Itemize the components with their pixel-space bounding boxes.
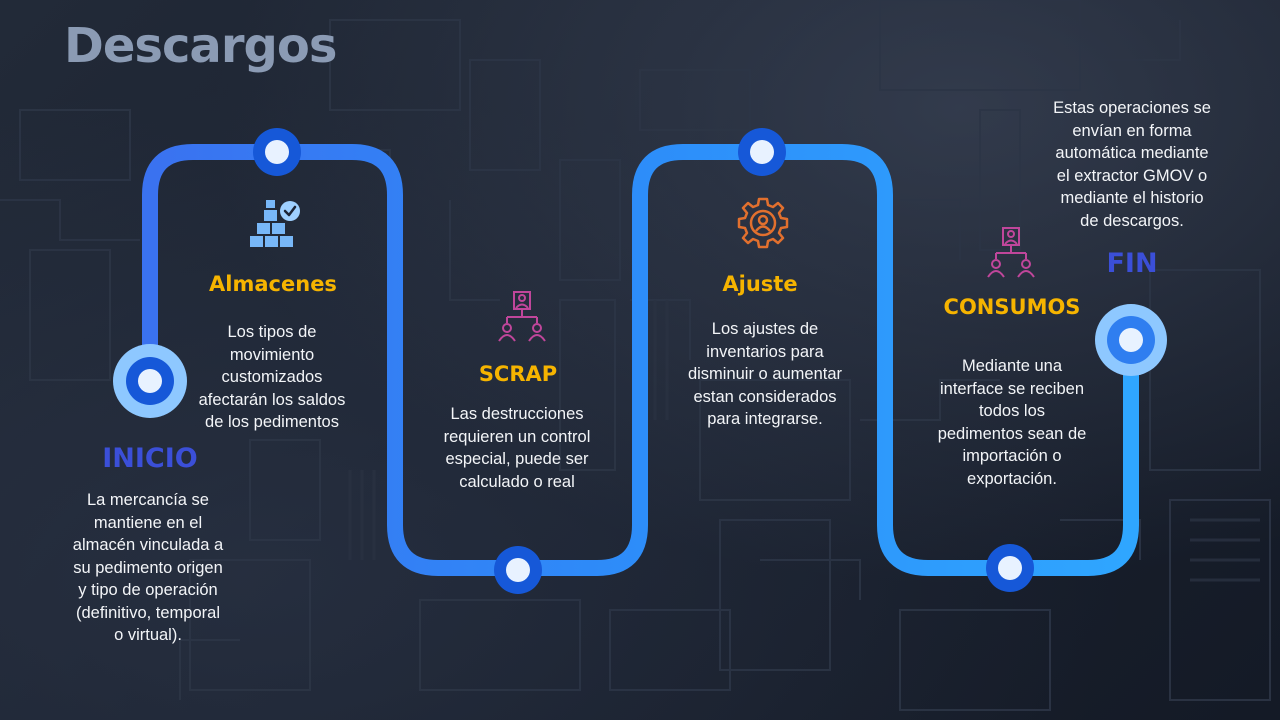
text-line: Los ajustes de: [711, 320, 819, 338]
step-title-fin: FIN: [1106, 248, 1158, 279]
serpentine-connector: [142, 144, 1139, 576]
hierarchy-people-icon: [987, 227, 1035, 278]
boxes-check-icon: [250, 200, 300, 247]
text-line: de descargos.: [1080, 211, 1184, 230]
step-title-consumos: CONSUMOS: [943, 295, 1081, 319]
node-almacenes: [253, 128, 301, 176]
step-title-almacenes: Almacenes: [209, 272, 337, 296]
step-title-scrap: SCRAP: [478, 362, 558, 386]
text-line: y tipo de operación: [78, 581, 218, 599]
text-line: Los tipos de: [227, 323, 317, 341]
text-line: o virtual).: [114, 626, 182, 644]
text-line: de los pedimentos: [205, 413, 339, 431]
step-text-almacenes: Los tipos de movimiento customizados afe…: [172, 321, 372, 434]
text-line: Estas operaciones se: [1053, 99, 1211, 117]
text-line: envían en forma: [1072, 121, 1192, 140]
text-line: customizados: [221, 368, 323, 386]
hierarchy-people-icon: [498, 291, 546, 342]
text-line: su pedimento origen: [73, 558, 223, 577]
text-line: La mercancía se: [87, 491, 209, 509]
node-inicio: [113, 344, 187, 418]
text-line: afectarán los saldos: [198, 390, 346, 409]
text-line: mediante el historio: [1060, 189, 1204, 207]
step-text-consumos: Mediante una interface se reciben todos …: [907, 355, 1117, 490]
step-text-inicio: La mercancía se mantiene en el almacén v…: [48, 489, 248, 647]
text-line: especial, puede ser: [445, 450, 589, 468]
text-line: todos los: [978, 402, 1046, 420]
step-text-fin: Estas operaciones se envían en forma aut…: [1022, 97, 1242, 232]
page-title: Descargos: [64, 18, 337, 74]
step-text-ajuste: Los ajustes de inventarios para disminui…: [660, 318, 870, 431]
text-line: pedimentos sean de: [937, 424, 1087, 443]
text-line: estan considerados: [693, 387, 837, 406]
step-title-ajuste: Ajuste: [722, 272, 798, 296]
text-line: importación o: [962, 447, 1062, 465]
text-line: automática mediante: [1055, 144, 1209, 162]
node-ajuste: [738, 128, 786, 176]
text-line: movimiento: [229, 345, 315, 364]
text-line: Mediante una: [962, 357, 1062, 375]
text-line: (definitivo, temporal: [76, 603, 220, 622]
node-fin: [1095, 304, 1167, 376]
text-line: interface se reciben: [940, 379, 1084, 398]
text-line: almacén vinculada a: [72, 536, 224, 554]
text-line: el extractor GMOV o: [1056, 166, 1208, 185]
node-scrap: [494, 546, 542, 594]
step-title-inicio: INICIO: [102, 443, 198, 474]
text-line: Las destrucciones: [450, 405, 584, 423]
gear-user-icon: [737, 197, 789, 249]
node-consumos: [986, 544, 1034, 592]
text-line: disminuir o aumentar: [687, 365, 843, 383]
text-line: exportación.: [967, 469, 1057, 488]
text-line: mantiene en el: [93, 513, 203, 532]
text-line: requieren un control: [443, 427, 591, 446]
text-line: calculado o real: [459, 472, 575, 491]
text-line: inventarios para: [706, 342, 824, 361]
text-line: para integrarse.: [707, 410, 823, 428]
step-text-scrap: Las destrucciones requieren un control e…: [412, 403, 622, 493]
